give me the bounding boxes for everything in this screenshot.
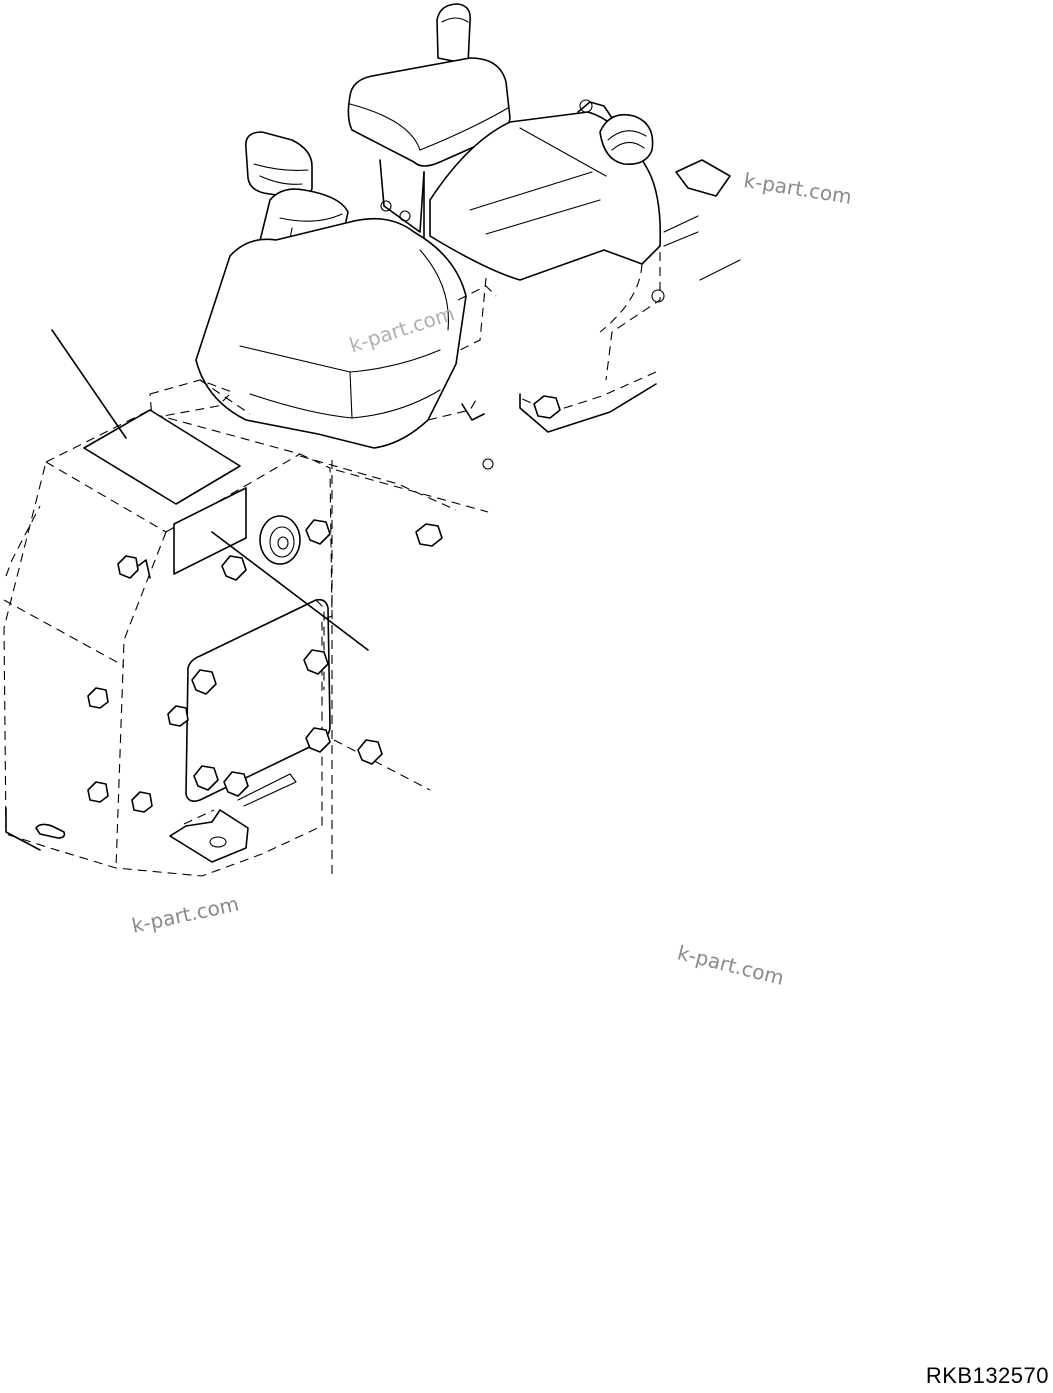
warning-label-1 bbox=[83, 409, 241, 505]
ignition-knob bbox=[577, 99, 654, 166]
leader-lines bbox=[51, 329, 369, 651]
right-control-lever bbox=[436, 3, 472, 65]
panel-bolts bbox=[87, 519, 383, 813]
floor-bolt bbox=[415, 458, 494, 547]
left-control-lever bbox=[245, 131, 313, 200]
bottom-slot bbox=[35, 823, 66, 839]
drawing-number: RKB132570 bbox=[925, 1363, 1049, 1388]
access-cover-plate bbox=[169, 598, 331, 863]
warning-label-2 bbox=[173, 487, 247, 575]
right-console-body bbox=[429, 111, 662, 381]
left-console-body bbox=[195, 217, 497, 449]
power-socket bbox=[259, 515, 301, 565]
armrest-bracket bbox=[379, 159, 425, 247]
rear-frame-rails bbox=[519, 159, 741, 433]
rear-bolt bbox=[533, 395, 561, 419]
